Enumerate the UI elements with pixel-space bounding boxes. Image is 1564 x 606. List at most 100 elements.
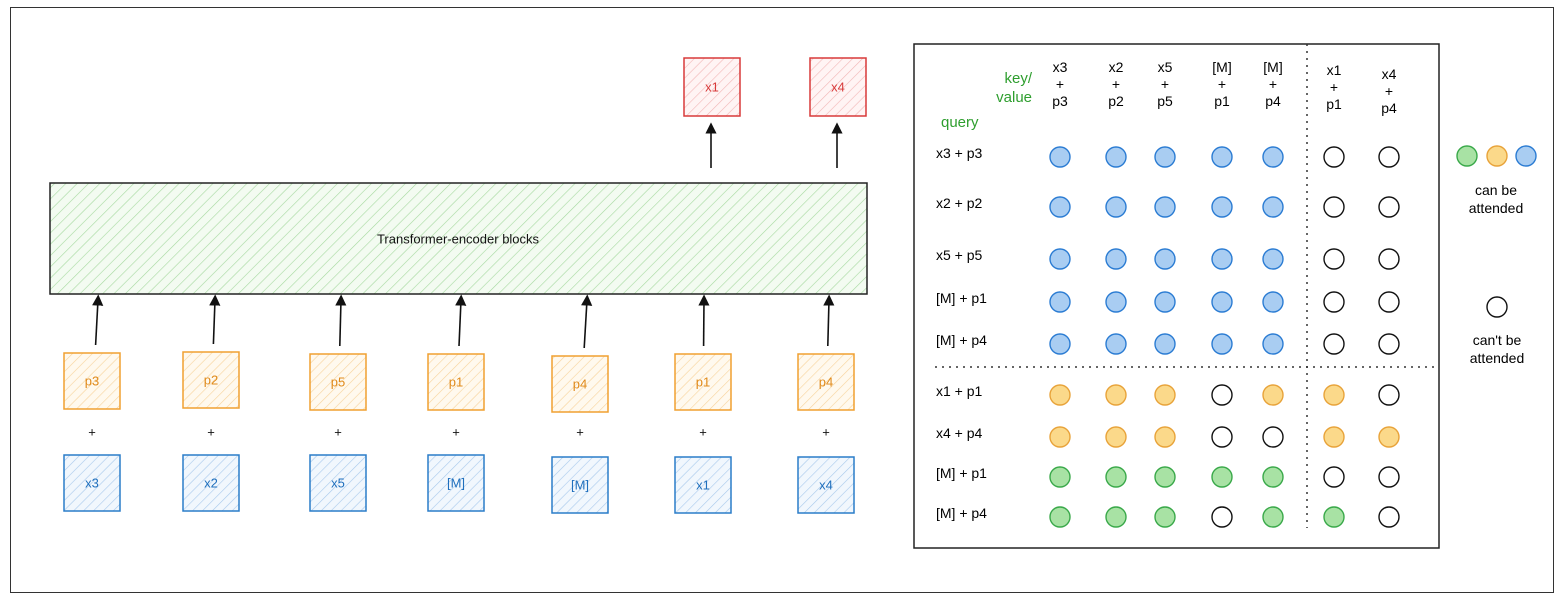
attention-cell [1378, 384, 1400, 406]
matrix-column-header: [M]+p1 [1202, 59, 1242, 110]
attention-cell [1323, 506, 1345, 528]
position-embedding-label: p4 [572, 376, 588, 392]
attention-cell [1323, 248, 1345, 270]
column-header-line: p4 [1265, 93, 1281, 109]
attention-cell [1105, 196, 1127, 218]
position-embedding-label: p4 [818, 374, 834, 390]
attention-cell [1154, 466, 1176, 488]
attention-cell [1154, 291, 1176, 313]
attention-cell [1211, 466, 1233, 488]
output-label: x1 [705, 79, 719, 95]
plus-sign: + [88, 424, 96, 440]
attention-cell [1154, 333, 1176, 355]
attention-cell [1262, 248, 1284, 270]
matrix-column-header: x3+p3 [1040, 59, 1080, 110]
attention-cell [1323, 333, 1345, 355]
attention-cell [1262, 333, 1284, 355]
column-header-line: p1 [1214, 93, 1230, 109]
matrix-row-header: [M] + p1 [936, 290, 987, 306]
column-header-line: x5 [1157, 59, 1173, 75]
attention-cell [1211, 146, 1233, 168]
token-embedding-box [674, 456, 732, 514]
plus-sign: + [207, 424, 215, 440]
attention-cell [1378, 506, 1400, 528]
attention-cell [1323, 466, 1345, 488]
token-embedding-box [182, 454, 240, 512]
token-embedding-label: [M] [446, 475, 466, 491]
column-header-line: + [1329, 79, 1339, 95]
plus-sign: + [699, 424, 707, 440]
attention-cell [1378, 426, 1400, 448]
attention-cell [1378, 248, 1400, 270]
output-label: x4 [831, 79, 845, 95]
column-header-line: + [1160, 76, 1170, 92]
attention-cell [1154, 506, 1176, 528]
attention-cell [1049, 426, 1071, 448]
attention-cell [1211, 291, 1233, 313]
token-embedding-box [309, 454, 367, 512]
attention-cell [1049, 146, 1071, 168]
column-header-line: [M] [1263, 59, 1283, 75]
attention-cell [1262, 146, 1284, 168]
column-header-line: + [1384, 83, 1394, 99]
token-embedding-label: [M] [570, 477, 590, 493]
attention-cell [1211, 426, 1233, 448]
token-embedding-box [551, 456, 609, 514]
attention-cell [1378, 333, 1400, 355]
encoder-block [49, 182, 868, 295]
attention-cell [1378, 291, 1400, 313]
position-embedding-box [427, 353, 485, 411]
position-embedding-box [309, 353, 367, 411]
position-embedding-box [797, 353, 855, 411]
position-embedding-label: p1 [695, 374, 711, 390]
legend-not-attended-text: can't be attended [1469, 332, 1525, 366]
input-arrow [92, 294, 104, 346]
position-embedding-box [182, 351, 240, 409]
matrix-row-header: x3 + p3 [936, 145, 983, 161]
attention-cell [1049, 384, 1071, 406]
attention-cell [1105, 291, 1127, 313]
attention-cell [1049, 248, 1071, 270]
matrix-row-header: [M] + p4 [936, 332, 987, 348]
token-embedding-label: x2 [204, 475, 218, 491]
attention-cell [1262, 506, 1284, 528]
column-header-line: x4 [1381, 66, 1397, 82]
matrix-column-header: x1+p1 [1314, 62, 1354, 113]
column-header-line: x1 [1326, 62, 1342, 78]
attention-cell [1105, 248, 1127, 270]
legend-green-circle [1456, 145, 1478, 167]
matrix-row-header: [M] + p1 [936, 465, 987, 481]
attention-cell [1105, 333, 1127, 355]
attention-cell [1105, 466, 1127, 488]
column-header-line: p3 [1052, 93, 1068, 109]
column-header-line: p4 [1381, 100, 1397, 116]
token-embedding-box [63, 454, 121, 512]
key-value-label: key/ value [996, 70, 1032, 106]
position-embedding-label: p2 [203, 372, 219, 388]
matrix-row-header: x1 + p1 [936, 383, 983, 399]
attention-cell [1211, 248, 1233, 270]
matrix-row-header: x4 + p4 [936, 425, 983, 441]
attention-cell [1262, 466, 1284, 488]
matrix-column-header: x2+p2 [1096, 59, 1136, 110]
attention-cell [1378, 466, 1400, 488]
legend-empty-circle [1486, 296, 1508, 318]
matrix-column-header: x4+p4 [1369, 66, 1409, 117]
plus-sign: + [334, 424, 342, 440]
legend-blue-circle [1515, 145, 1537, 167]
attention-cell [1211, 196, 1233, 218]
legend-orange-circle [1486, 145, 1508, 167]
input-arrow [335, 294, 347, 347]
attention-cell [1105, 384, 1127, 406]
column-header-line: + [1217, 76, 1227, 92]
attention-cell [1105, 506, 1127, 528]
attention-cell [1378, 146, 1400, 168]
plus-sign: + [822, 424, 830, 440]
attention-cell [1323, 384, 1345, 406]
plus-sign: + [576, 424, 584, 440]
input-arrow [455, 294, 467, 347]
legend-attended-text: can be attended [1468, 182, 1524, 216]
input-arrow [581, 294, 593, 349]
token-embedding-box [797, 456, 855, 514]
